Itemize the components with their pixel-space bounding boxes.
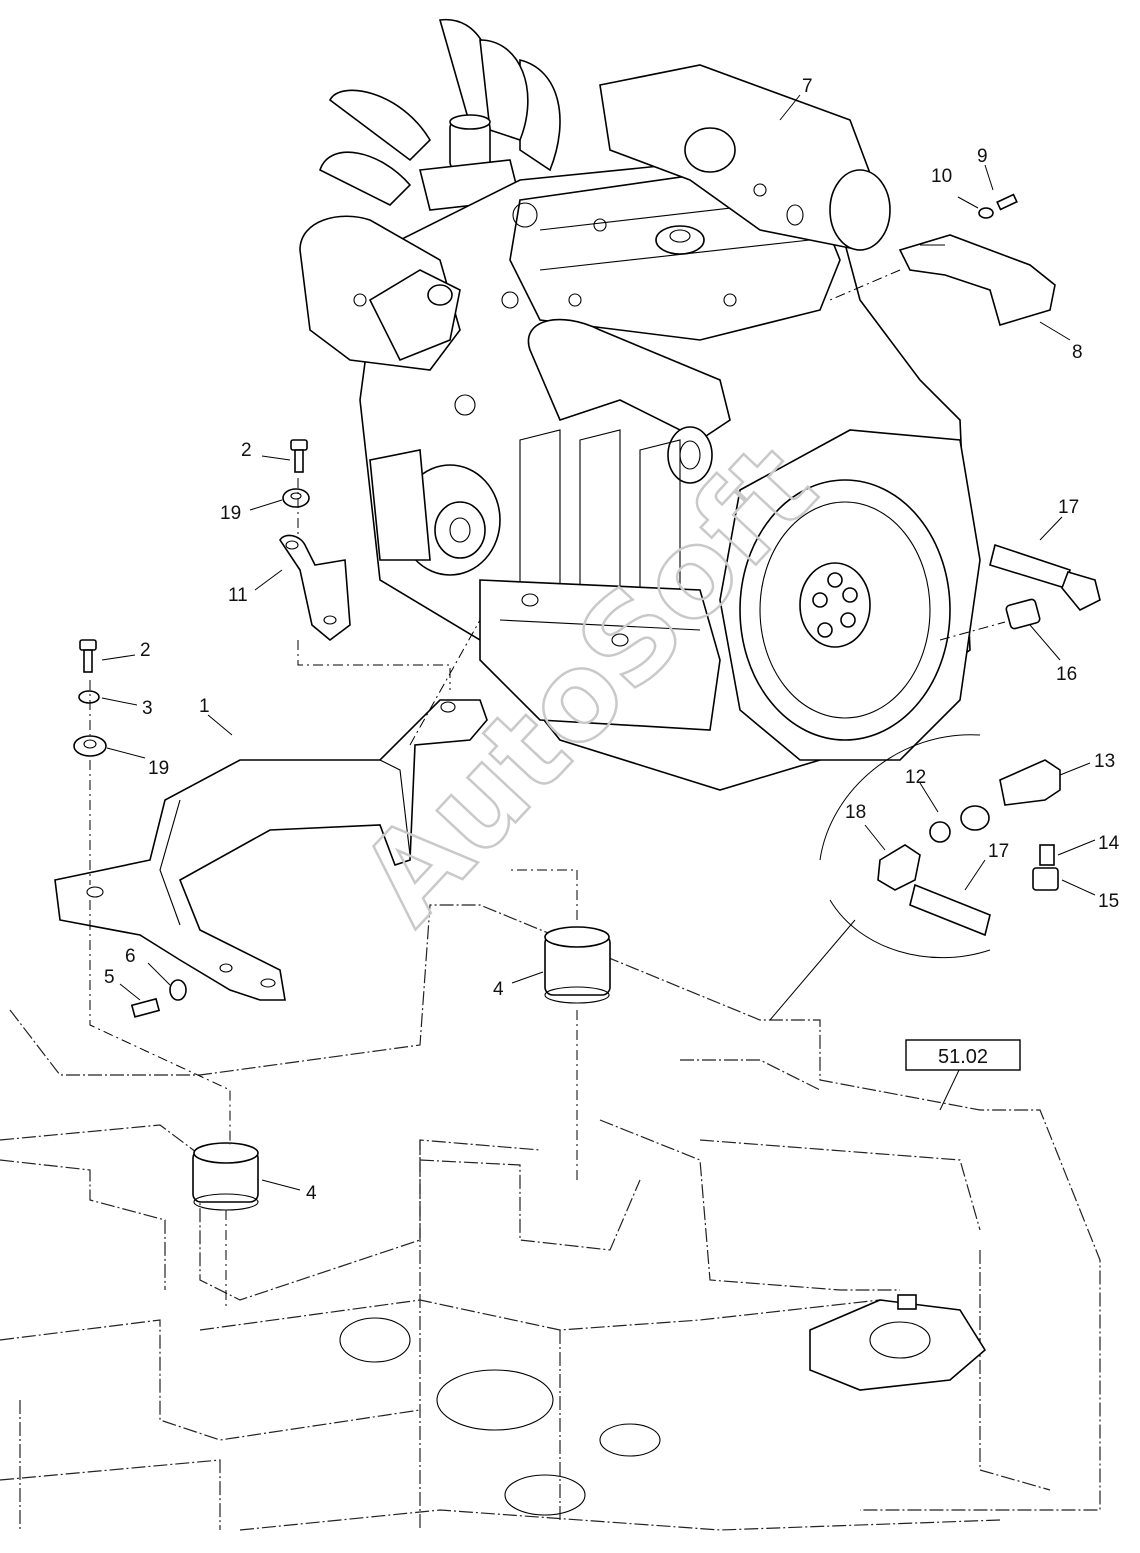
callout-4: 4	[493, 979, 504, 1000]
chassis-frame	[0, 904, 1101, 1531]
callout-1: 1	[199, 696, 210, 717]
callout-8: 8	[1072, 342, 1083, 363]
engine-assembly	[299, 18, 1056, 791]
callout-17: 17	[988, 841, 1009, 862]
callout-6: 6	[125, 946, 136, 967]
callout-3: 3	[142, 698, 153, 719]
callout-7: 7	[802, 76, 813, 97]
assembly-lines	[89, 269, 1006, 1310]
callout-14: 14	[1098, 833, 1120, 854]
callout-12: 12	[905, 767, 926, 788]
callout-5: 5	[104, 967, 115, 988]
callout-11: 11	[228, 585, 248, 606]
callout-2: 2	[241, 440, 252, 461]
callout-17: 17	[1058, 497, 1079, 518]
callout-labels: 7 9 10 8 2 19 11 17 16 2 3 1 19 13 12 18…	[104, 76, 1120, 1204]
leader-lines	[101, 94, 1096, 1191]
callout-19: 19	[220, 503, 241, 524]
callout-9: 9	[977, 146, 988, 167]
callout-15: 15	[1098, 891, 1119, 912]
reference-label: 51.02	[938, 1046, 988, 1068]
callout-13: 13	[1094, 751, 1115, 772]
callout-2: 2	[140, 640, 151, 661]
callout-10: 10	[931, 166, 952, 187]
reference-box[interactable]: 51.02	[905, 1039, 1021, 1071]
callout-4: 4	[306, 1183, 317, 1204]
callout-16: 16	[1056, 664, 1077, 685]
callout-18: 18	[845, 802, 866, 823]
hardware-parts	[54, 193, 1101, 1211]
callout-19: 19	[148, 758, 169, 779]
